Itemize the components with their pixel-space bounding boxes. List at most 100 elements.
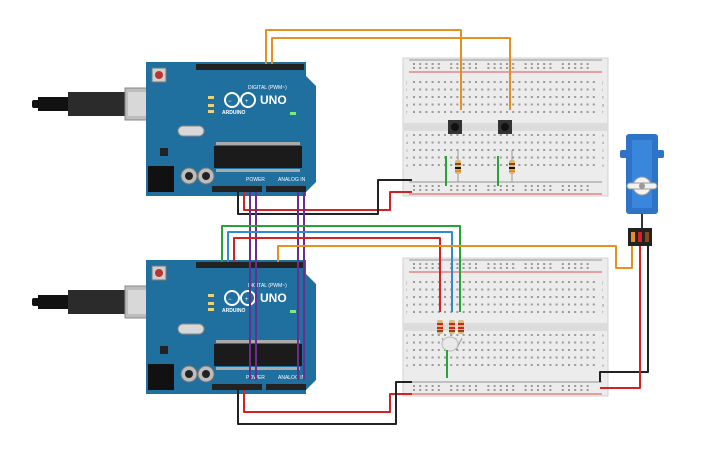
pushbutton-2[interactable] (498, 120, 512, 134)
breadboard-hole[interactable] (561, 164, 564, 166)
breadboard-hole[interactable] (580, 81, 583, 83)
breadboard-hole[interactable] (586, 111, 589, 113)
rail-hole[interactable] (487, 267, 490, 269)
rail-hole[interactable] (530, 267, 533, 269)
breadboard-hole[interactable] (574, 141, 577, 144)
rail-hole[interactable] (512, 263, 515, 265)
breadboard-hole[interactable] (413, 296, 415, 298)
breadboard-hole[interactable] (437, 103, 440, 106)
rail-hole[interactable] (574, 189, 577, 191)
rail-hole[interactable] (561, 385, 564, 387)
rail-hole[interactable] (537, 185, 539, 187)
breadboard-hole[interactable] (456, 103, 459, 106)
breadboard-hole[interactable] (537, 81, 539, 83)
breadboard-hole[interactable] (530, 103, 533, 106)
rail-hole[interactable] (506, 263, 508, 265)
breadboard-hole[interactable] (555, 156, 558, 159)
breadboard-hole[interactable] (437, 341, 440, 344)
breadboard-hole[interactable] (481, 311, 484, 313)
breadboard-hole[interactable] (586, 134, 589, 136)
breadboard-hole[interactable] (580, 356, 583, 359)
breadboard-hole[interactable] (437, 334, 440, 336)
breadboard-hole[interactable] (568, 356, 570, 359)
breadboard-hole[interactable] (555, 103, 558, 106)
breadboard-hole[interactable] (456, 149, 459, 151)
breadboard-hole[interactable] (419, 303, 422, 306)
breadboard-hole[interactable] (524, 356, 527, 359)
breadboard-hole[interactable] (537, 356, 539, 359)
breadboard-hole[interactable] (481, 149, 484, 151)
breadboard-hole[interactable] (456, 134, 459, 136)
breadboard-hole[interactable] (499, 303, 502, 306)
breadboard-hole[interactable] (487, 341, 490, 344)
rail-hole[interactable] (506, 189, 508, 191)
breadboard-hole[interactable] (506, 141, 508, 144)
rail-hole[interactable] (437, 263, 440, 265)
rail-hole[interactable] (487, 389, 490, 391)
rail-hole[interactable] (586, 389, 589, 391)
resistor-bottom-1[interactable] (437, 320, 443, 334)
rail-hole[interactable] (419, 385, 422, 387)
breadboard-hole[interactable] (444, 103, 446, 106)
rail-hole[interactable] (456, 189, 459, 191)
breadboard-hole[interactable] (512, 141, 515, 144)
breadboard-hole[interactable] (431, 103, 434, 106)
breadboard-hole[interactable] (518, 288, 521, 291)
breadboard-hole[interactable] (549, 141, 552, 144)
breadboard-hole[interactable] (413, 356, 415, 359)
rail-hole[interactable] (468, 189, 471, 191)
breadboard-hole[interactable] (444, 134, 446, 136)
rail-hole[interactable] (456, 263, 459, 265)
breadboard-hole[interactable] (487, 303, 490, 306)
breadboard-hole[interactable] (431, 311, 434, 313)
breadboard-hole[interactable] (568, 103, 570, 106)
rail-hole[interactable] (543, 263, 546, 265)
breadboard-hole[interactable] (425, 334, 428, 336)
breadboard-hole[interactable] (586, 141, 589, 144)
breadboard-hole[interactable] (512, 356, 515, 359)
breadboard-hole[interactable] (493, 364, 496, 366)
rail-hole[interactable] (425, 263, 428, 265)
breadboard-hole[interactable] (549, 96, 552, 98)
breadboard-hole[interactable] (419, 156, 422, 159)
breadboard-hole[interactable] (437, 288, 440, 291)
breadboard-hole[interactable] (444, 111, 446, 113)
breadboard-hole[interactable] (549, 349, 552, 351)
breadboard-hole[interactable] (413, 164, 415, 166)
breadboard-hole[interactable] (487, 134, 490, 136)
rail-hole[interactable] (506, 267, 508, 269)
rail-hole[interactable] (586, 189, 589, 191)
breadboard-hole[interactable] (561, 288, 564, 291)
rail-hole[interactable] (419, 267, 422, 269)
breadboard-hole[interactable] (475, 349, 477, 351)
breadboard-hole[interactable] (524, 364, 527, 366)
rail-hole[interactable] (561, 189, 564, 191)
breadboard-hole[interactable] (506, 303, 508, 306)
rail-hole[interactable] (568, 63, 570, 65)
breadboard-hole[interactable] (468, 134, 471, 136)
breadboard-hole[interactable] (574, 111, 577, 113)
rail-hole[interactable] (425, 63, 428, 65)
breadboard-hole[interactable] (425, 103, 428, 106)
breadboard-hole[interactable] (561, 334, 564, 336)
breadboard-hole[interactable] (555, 349, 558, 351)
breadboard-hole[interactable] (574, 164, 577, 166)
rail-hole[interactable] (506, 63, 508, 65)
breadboard-hole[interactable] (543, 134, 546, 136)
breadboard-hole[interactable] (506, 96, 508, 98)
breadboard-hole[interactable] (444, 311, 446, 313)
breadboard-hole[interactable] (487, 334, 490, 336)
breadboard-hole[interactable] (543, 364, 546, 366)
breadboard-hole[interactable] (413, 111, 415, 113)
breadboard-hole[interactable] (518, 88, 521, 91)
breadboard-hole[interactable] (425, 296, 428, 298)
breadboard-hole[interactable] (561, 96, 564, 98)
breadboard-hole[interactable] (431, 341, 434, 344)
rail-hole[interactable] (413, 185, 415, 187)
breadboard-hole[interactable] (444, 288, 446, 291)
breadboard-hole[interactable] (450, 164, 453, 166)
breadboard-hole[interactable] (462, 288, 465, 291)
breadboard-hole[interactable] (512, 364, 515, 366)
breadboard-hole[interactable] (475, 303, 477, 306)
breadboard-hole[interactable] (524, 81, 527, 83)
